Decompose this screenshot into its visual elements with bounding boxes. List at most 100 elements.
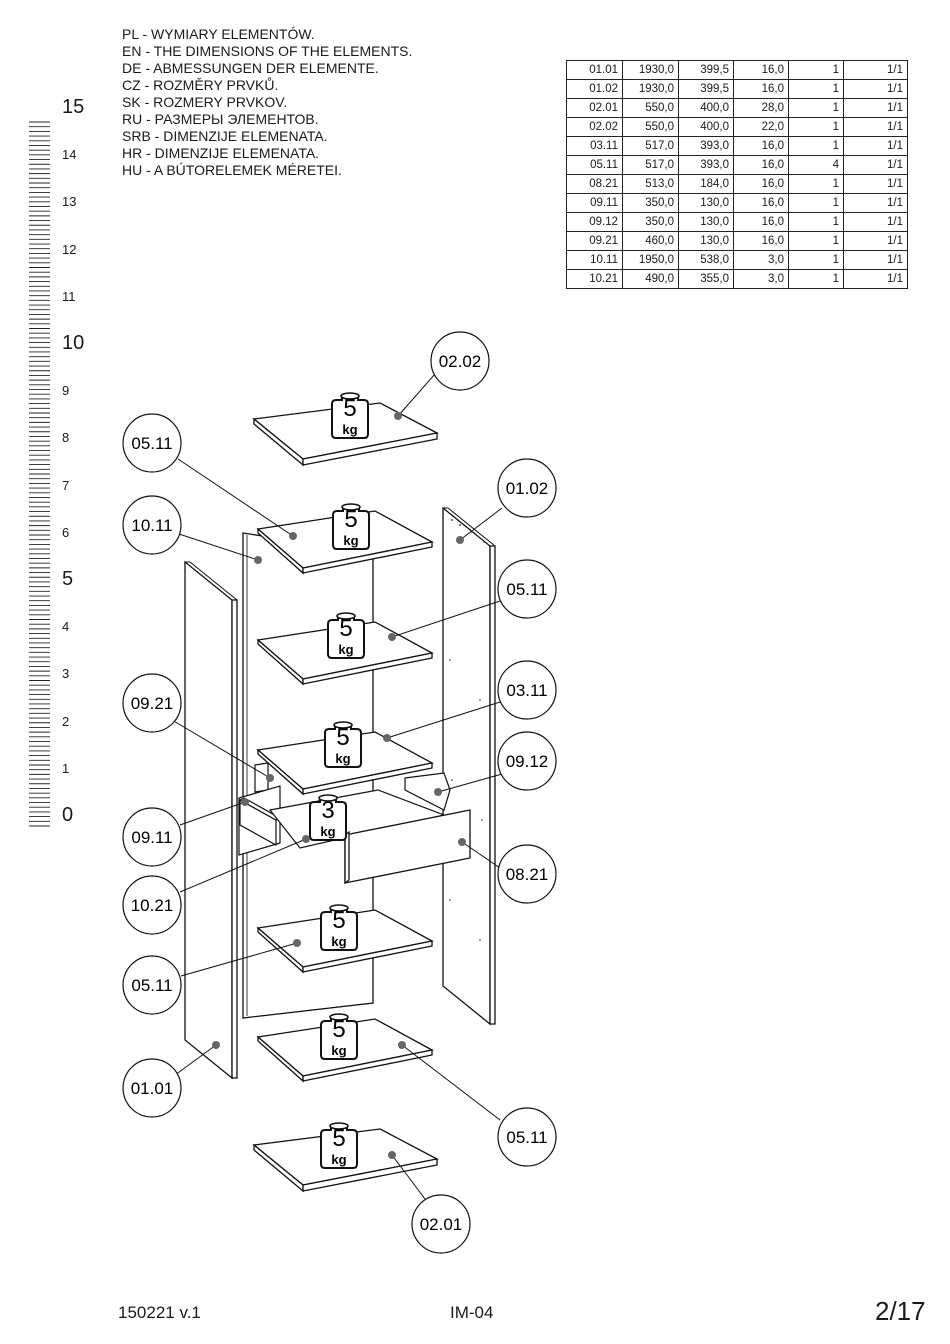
table-cell: 130,0 bbox=[678, 231, 734, 251]
table-cell: 1/1 bbox=[843, 136, 908, 156]
ruler-label: 3 bbox=[62, 666, 70, 682]
svg-text:5: 5 bbox=[343, 395, 356, 422]
weight-5kg-icon: 5 kg bbox=[324, 721, 362, 768]
weight-5kg-icon: 5 kg bbox=[332, 503, 370, 550]
callout-02-02: 02.02 bbox=[430, 331, 490, 391]
table-cell: 350,0 bbox=[622, 193, 679, 213]
svg-text:3: 3 bbox=[321, 797, 334, 824]
weight-3kg-icon: 3 kg bbox=[309, 794, 347, 841]
heading-line-de: DE - ABMESSUNGEN DER ELEMENTE. bbox=[122, 60, 379, 76]
svg-text:05.11: 05.11 bbox=[131, 976, 172, 995]
ruler-label: 0 bbox=[62, 804, 74, 826]
exploded-assembly-diagram: 5 kg 5 kg 5 kg 5 kg 3 kg 5 kg 5 kg 5 kg bbox=[122, 331, 557, 1254]
callout-09-21: 09.21 bbox=[122, 673, 182, 733]
footer-doc-code: 150221 v.1 bbox=[118, 1303, 201, 1322]
ruler-label: 10 bbox=[62, 332, 85, 354]
svg-text:kg: kg bbox=[320, 824, 335, 839]
svg-text:5: 5 bbox=[336, 724, 349, 751]
svg-text:5: 5 bbox=[344, 506, 357, 533]
svg-text:kg: kg bbox=[342, 422, 357, 437]
table-cell: 02.01 bbox=[566, 98, 623, 118]
table-cell: 09.21 bbox=[566, 231, 623, 251]
table-cell: 490,0 bbox=[622, 269, 679, 289]
callout-08-21: 08.21 bbox=[497, 844, 557, 904]
callout-05-11-top: 05.11 bbox=[122, 413, 182, 473]
svg-text:08.21: 08.21 bbox=[506, 865, 549, 884]
svg-text:kg: kg bbox=[331, 1152, 346, 1167]
svg-text:10.21: 10.21 bbox=[131, 896, 174, 915]
heading-line-pl: PL - WYMIARY ELEMENTÓW. bbox=[122, 26, 315, 42]
ruler-label: 14 bbox=[62, 147, 77, 163]
ruler-label: 15 bbox=[62, 96, 85, 118]
footer-page-number: 2/17 bbox=[875, 1296, 926, 1326]
leader-endpoints bbox=[212, 412, 466, 1159]
ruler-label: 5 bbox=[62, 568, 74, 590]
ruler-label: 4 bbox=[62, 619, 70, 635]
svg-text:5: 5 bbox=[339, 615, 352, 642]
ruler-label: 6 bbox=[62, 524, 70, 540]
ruler-label: 2 bbox=[62, 713, 70, 729]
callout-05-11-upper: 05.11 bbox=[497, 559, 557, 619]
table-cell: 1/1 bbox=[843, 174, 908, 194]
ruler-label: 9 bbox=[62, 383, 70, 399]
callout-09-12: 09.12 bbox=[497, 731, 557, 791]
heading-line-ru: RU - РАЗМЕРЫ ЭЛЕМЕНТОВ. bbox=[122, 111, 319, 127]
ruler-label: 1 bbox=[62, 760, 70, 776]
ruler-label: 7 bbox=[62, 477, 70, 493]
heading-line-hr: HR - DIMENZIJE ELEMENATA. bbox=[122, 145, 320, 161]
table-cell: 399,5 bbox=[678, 79, 734, 99]
table-cell: 03.11 bbox=[566, 136, 623, 156]
heading-line-sk: SK - ROZMERY PRVKOV. bbox=[122, 94, 288, 110]
svg-text:01.02: 01.02 bbox=[506, 479, 549, 498]
ruler-label: 11 bbox=[62, 288, 76, 304]
callout-01-02: 01.02 bbox=[497, 458, 557, 518]
ruler-label: 13 bbox=[62, 194, 77, 210]
table-cell: 16,0 bbox=[733, 155, 789, 175]
footer-model: IM-04 bbox=[450, 1303, 494, 1322]
callout-01-01: 01.01 bbox=[122, 1058, 182, 1118]
heading-line-hu: HU - A BÚTORELEMEK MÉRETEI. bbox=[122, 162, 342, 178]
ruler-label: 12 bbox=[62, 241, 77, 257]
weight-5kg-icon: 5 kg bbox=[320, 1122, 358, 1169]
svg-text:01.01: 01.01 bbox=[131, 1079, 174, 1098]
table-cell: 08.21 bbox=[566, 174, 623, 194]
weight-5kg-icon: 5 kg bbox=[331, 392, 369, 439]
measurement-ruler bbox=[29, 121, 50, 827]
table-cell: 16,0 bbox=[733, 60, 789, 80]
table-cell: 355,0 bbox=[678, 269, 734, 289]
callout-05-11-bottom: 05.11 bbox=[497, 1107, 557, 1167]
table-cell: 550,0 bbox=[622, 98, 679, 118]
svg-text:kg: kg bbox=[331, 1043, 346, 1058]
side-panel-01-02 bbox=[442, 506, 496, 1026]
heading-line-cz: CZ - ROZMĚRY PRVKŮ. bbox=[122, 77, 279, 93]
svg-text:10.11: 10.11 bbox=[131, 516, 172, 535]
svg-text:05.11: 05.11 bbox=[506, 1128, 547, 1147]
weight-5kg-icon: 5 kg bbox=[320, 904, 358, 951]
table-cell: 22,0 bbox=[733, 117, 789, 137]
svg-text:09.12: 09.12 bbox=[506, 752, 549, 771]
table-cell: 28,0 bbox=[733, 98, 789, 118]
callout-05-11-lower: 05.11 bbox=[122, 955, 182, 1015]
svg-text:02.01: 02.01 bbox=[420, 1215, 463, 1234]
svg-text:kg: kg bbox=[335, 751, 350, 766]
heading-line-en: EN - THE DIMENSIONS OF THE ELEMENTS. bbox=[122, 43, 413, 59]
table-cell: 10.21 bbox=[566, 269, 623, 289]
table-cell: 1930,0 bbox=[622, 60, 679, 80]
callout-09-11: 09.11 bbox=[122, 807, 182, 867]
svg-text:05.11: 05.11 bbox=[131, 434, 172, 453]
table-cell: 460,0 bbox=[622, 231, 679, 251]
callout-02-01: 02.01 bbox=[411, 1194, 471, 1254]
svg-text:5: 5 bbox=[332, 907, 345, 934]
table-cell: 16,0 bbox=[733, 136, 789, 156]
callout-10-11: 10.11 bbox=[122, 495, 182, 555]
table-cell: 184,0 bbox=[678, 174, 734, 194]
table-cell: 1/1 bbox=[843, 250, 908, 270]
svg-text:09.11: 09.11 bbox=[131, 828, 172, 847]
svg-text:kg: kg bbox=[343, 533, 358, 548]
leader-lines bbox=[171, 373, 503, 1200]
